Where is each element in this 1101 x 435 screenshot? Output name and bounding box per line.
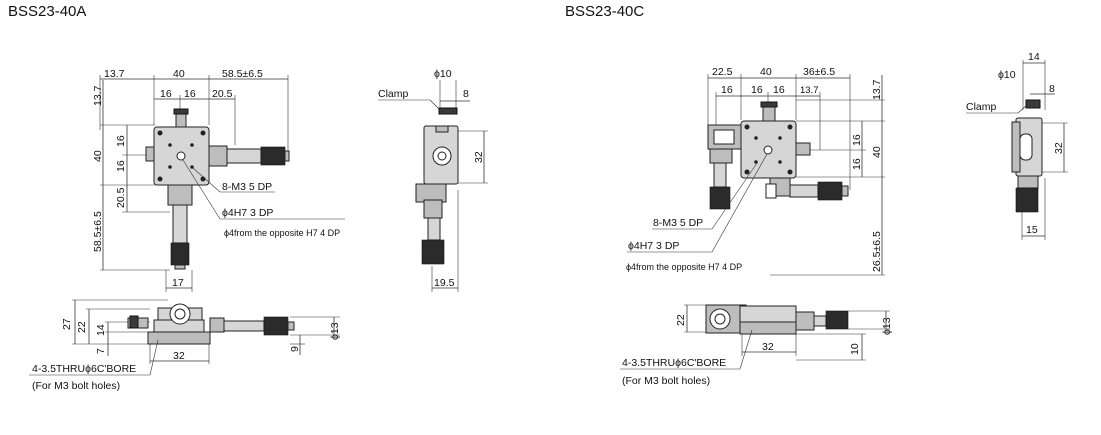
a-front-d22: 22 bbox=[76, 321, 88, 333]
a-side-clamp: Clamp bbox=[378, 88, 409, 100]
a-top-dim-20-5: 20.5 bbox=[212, 88, 233, 100]
model-title-a: BSS23-40A bbox=[8, 3, 87, 20]
c-side-view: 14 ϕ10 8 Clamp 32 15 bbox=[966, 51, 1068, 240]
c-side-d8: 8 bbox=[1049, 83, 1055, 95]
a-top-vdim-16a: 16 bbox=[115, 135, 127, 147]
a-front-d7: 7 bbox=[95, 348, 107, 354]
c-top-dim-36: 36±6.5 bbox=[803, 66, 835, 78]
c-top-dim-16b: 16 bbox=[751, 84, 763, 96]
c-front-bolt: (For M3 bolt holes) bbox=[622, 375, 710, 387]
a-note-phi4: ϕ4H7 3 DP bbox=[222, 207, 273, 219]
a-front-d14: 14 bbox=[95, 324, 107, 336]
c-top-dim-16a: 16 bbox=[721, 84, 733, 96]
c-top-dim-40: 40 bbox=[760, 66, 772, 78]
a-side-d32: 32 bbox=[473, 151, 485, 163]
a-front-bolt: (For M3 bolt holes) bbox=[32, 380, 120, 392]
a-front-phi13: ϕ13 bbox=[329, 322, 341, 340]
c-top-dim-16c: 16 bbox=[773, 84, 785, 96]
a-side-d19-5: 19.5 bbox=[434, 277, 455, 289]
a-top-vdim-58-5: 58.5±6.5 bbox=[92, 211, 104, 252]
c-front-phi13: ϕ13 bbox=[881, 317, 893, 335]
c-side-phi10: ϕ10 bbox=[998, 69, 1016, 81]
a-top-vdim-40: 40 bbox=[92, 150, 104, 162]
a-top-vdim-16b: 16 bbox=[115, 160, 127, 172]
c-top-view: 22.5 40 36±6.5 16 16 16 13.7 13.7 16 16 … bbox=[626, 66, 885, 276]
c-top-vdim-13-7: 13.7 bbox=[871, 79, 883, 100]
a-front-d27: 27 bbox=[61, 318, 73, 330]
c-note-phi4: ϕ4H7 3 DP bbox=[628, 240, 679, 252]
c-top-dim-22-5: 22.5 bbox=[712, 66, 733, 78]
a-note-phi4-opp: ϕ4from the opposite H7 4 DP bbox=[224, 228, 340, 238]
c-top-vdim-16a: 16 bbox=[851, 134, 863, 146]
c-side-d15: 15 bbox=[1026, 224, 1038, 236]
a-front-d32: 32 bbox=[173, 350, 185, 362]
c-note-phi4-opp: ϕ4from the opposite H7 4 DP bbox=[626, 262, 742, 272]
a-top-dim-16a: 16 bbox=[160, 88, 172, 100]
model-title-c: BSS23-40C bbox=[565, 3, 645, 20]
c-front-bore: 4-3.5THRUϕ6C'BORE bbox=[622, 357, 726, 369]
c-side-d14: 14 bbox=[1028, 51, 1040, 63]
a-top-dim-16b: 16 bbox=[184, 88, 196, 100]
c-side-clamp: Clamp bbox=[966, 101, 997, 113]
c-top-vdim-16b: 16 bbox=[851, 158, 863, 170]
c-front-d22: 22 bbox=[675, 314, 687, 326]
a-front-bore: 4-3.5THRUϕ6C'BORE bbox=[32, 363, 136, 375]
a-front-d9: 9 bbox=[289, 346, 301, 352]
a-side-d8: 8 bbox=[463, 88, 469, 100]
a-top-view: 13.7 40 58.5±6.5 16 16 20.5 13.7 40 16 1… bbox=[92, 68, 345, 292]
a-note-m3: 8-M3 5 DP bbox=[222, 181, 272, 193]
a-side-view: Clamp ϕ10 8 32 19.5 bbox=[378, 68, 488, 292]
c-top-vdim-26-5: 26.5±6.5 bbox=[871, 231, 883, 272]
a-top-dim-17: 17 bbox=[172, 277, 184, 289]
c-top-dim-13-7: 13.7 bbox=[800, 85, 819, 96]
c-front-d32: 32 bbox=[762, 341, 774, 353]
a-top-dim-58-5: 58.5±6.5 bbox=[222, 68, 263, 80]
c-side-d32: 32 bbox=[1053, 142, 1065, 154]
a-top-dim-40: 40 bbox=[173, 68, 185, 80]
c-top-vdim-40: 40 bbox=[871, 146, 883, 158]
a-top-vdim-20-5: 20.5 bbox=[115, 187, 127, 208]
a-side-phi10: ϕ10 bbox=[434, 68, 452, 80]
a-top-dim-13-7: 13.7 bbox=[104, 68, 125, 80]
a-front-view: 27 22 14 7 ϕ13 9 32 4-3.5THRUϕ6C'BORE (F… bbox=[29, 299, 341, 392]
a-top-vdim-13-7: 13.7 bbox=[92, 85, 104, 106]
c-front-d10: 10 bbox=[849, 343, 861, 355]
c-note-m3: 8-M3 5 DP bbox=[653, 217, 703, 229]
c-front-view: 22 ϕ13 10 32 4-3.5THRUϕ6C'BORE (For M3 b… bbox=[620, 304, 893, 387]
